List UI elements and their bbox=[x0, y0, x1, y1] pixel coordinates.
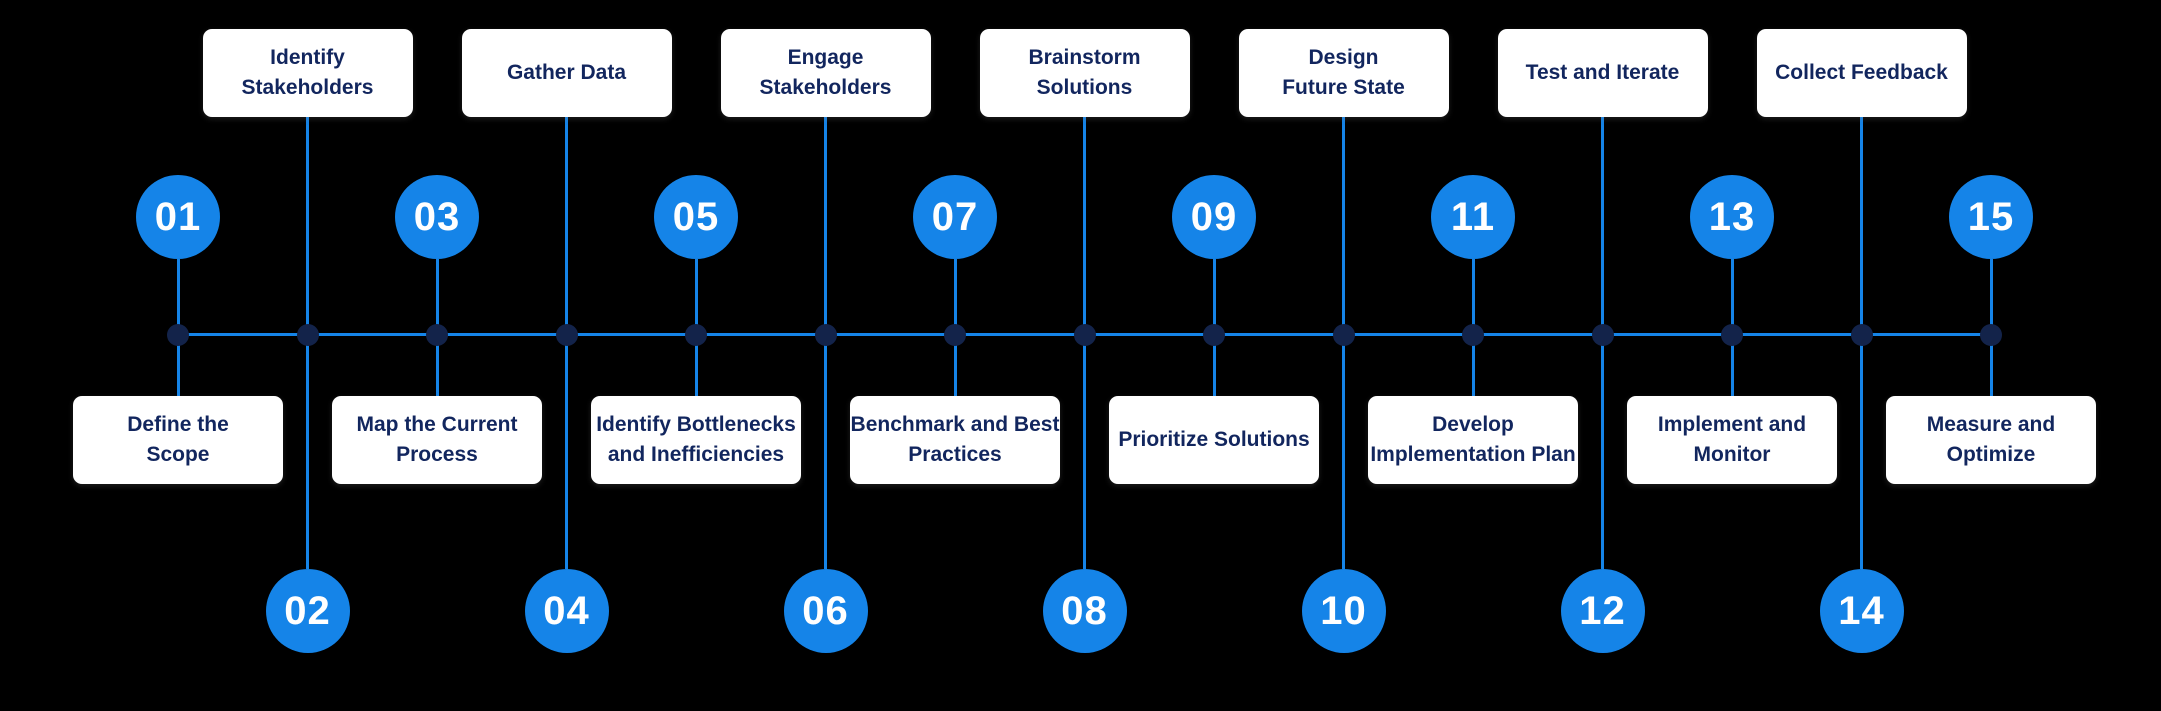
timeline-node bbox=[1462, 324, 1484, 346]
timeline-node bbox=[1721, 324, 1743, 346]
step-label: Develop Implementation Plan bbox=[1370, 413, 1576, 466]
step-number: 04 bbox=[543, 588, 590, 633]
step-label: Identify Bottlenecks and Inefficiencies bbox=[596, 413, 796, 466]
step-label-box: Test and Iterate bbox=[1497, 29, 1708, 117]
step-number-circle: 02 bbox=[265, 569, 350, 653]
step-label: Prioritize Solutions bbox=[1118, 428, 1310, 451]
step-label-box: Map the Current Process bbox=[332, 396, 542, 484]
step-label-box: Gather Data bbox=[461, 29, 672, 117]
timeline-node bbox=[944, 324, 966, 346]
step-label: Collect Feedback bbox=[1775, 61, 1948, 84]
timeline-node bbox=[1073, 324, 1096, 346]
step-number: 11 bbox=[1450, 194, 1496, 239]
timeline-node bbox=[814, 324, 837, 346]
step-label-box: Identify Bottlenecks and Inefficiencies bbox=[591, 396, 801, 484]
step-label: Test and Iterate bbox=[1525, 61, 1680, 84]
step-number: 09 bbox=[1190, 194, 1238, 239]
step-label-box: Design Future State bbox=[1238, 29, 1449, 117]
step-number: 08 bbox=[1061, 588, 1108, 633]
step-number-circle: 11 bbox=[1431, 175, 1515, 259]
step-number-circle: 05 bbox=[654, 175, 738, 259]
step-number: 03 bbox=[413, 194, 461, 239]
timeline-node bbox=[167, 324, 189, 346]
timeline-node bbox=[426, 324, 448, 346]
step-label: Brainstorm Solutions bbox=[1028, 46, 1141, 99]
step-label: Define the Scope bbox=[127, 413, 229, 466]
step-label: Identify Stakeholders bbox=[241, 46, 374, 99]
step-label: Benchmark and Best Practices bbox=[850, 413, 1060, 466]
step-label-box: Implement and Monitor bbox=[1627, 396, 1837, 484]
step-label-box: Develop Implementation Plan bbox=[1368, 396, 1578, 484]
step-label: Implement and Monitor bbox=[1657, 413, 1807, 466]
timeline-node bbox=[555, 324, 578, 346]
step-number: 10 bbox=[1320, 588, 1367, 633]
step-number: 06 bbox=[802, 588, 849, 633]
step-label-box: Collect Feedback bbox=[1756, 29, 1967, 117]
step-number: 12 bbox=[1579, 588, 1626, 633]
step-number-circle: 09 bbox=[1172, 175, 1256, 259]
step-label-box: Brainstorm Solutions bbox=[979, 29, 1190, 117]
step-label-box: Engage Stakeholders bbox=[720, 29, 931, 117]
step-number-circle: 06 bbox=[783, 569, 868, 653]
step-label: Gather Data bbox=[506, 61, 627, 84]
step-number: 14 bbox=[1838, 588, 1885, 633]
step-label: Map the Current Process bbox=[356, 413, 518, 466]
step-number: 02 bbox=[284, 588, 331, 633]
step-label-box: Define the Scope bbox=[73, 396, 283, 484]
step-number-circle: 08 bbox=[1042, 569, 1127, 653]
step-label: Engage Stakeholders bbox=[759, 46, 892, 99]
step-label-box: Identify Stakeholders bbox=[202, 29, 413, 117]
step-number-circle: 12 bbox=[1560, 569, 1645, 653]
timeline-node bbox=[1203, 324, 1225, 346]
step-number: 05 bbox=[672, 194, 720, 239]
step-label: Design Future State bbox=[1282, 46, 1405, 99]
step-label: Measure and Optimize bbox=[1926, 413, 2056, 466]
timeline-node bbox=[1850, 324, 1873, 346]
timeline-node bbox=[1591, 324, 1614, 346]
timeline-node bbox=[1980, 324, 2002, 346]
step-number-circle: 10 bbox=[1301, 569, 1386, 653]
step-number: 01 bbox=[154, 194, 202, 239]
step-number: 07 bbox=[931, 194, 979, 239]
timeline-node bbox=[296, 324, 319, 346]
step-label-box: Measure and Optimize bbox=[1886, 396, 2096, 484]
timeline-node bbox=[685, 324, 707, 346]
step-number-circle: 14 bbox=[1819, 569, 1904, 653]
step-number: 13 bbox=[1708, 194, 1756, 239]
step-number-circle: 15 bbox=[1949, 175, 2033, 259]
step-number-circle: 01 bbox=[136, 175, 220, 259]
timeline-node bbox=[1332, 324, 1355, 346]
step-number-circle: 03 bbox=[395, 175, 479, 259]
step-number-circle: 07 bbox=[913, 175, 997, 259]
step-label-box: Benchmark and Best Practices bbox=[850, 396, 1060, 484]
step-label-box: Prioritize Solutions bbox=[1109, 396, 1319, 484]
step-number-circle: 13 bbox=[1690, 175, 1774, 259]
step-number-circle: 04 bbox=[524, 569, 609, 653]
step-number: 15 bbox=[1967, 194, 2015, 239]
